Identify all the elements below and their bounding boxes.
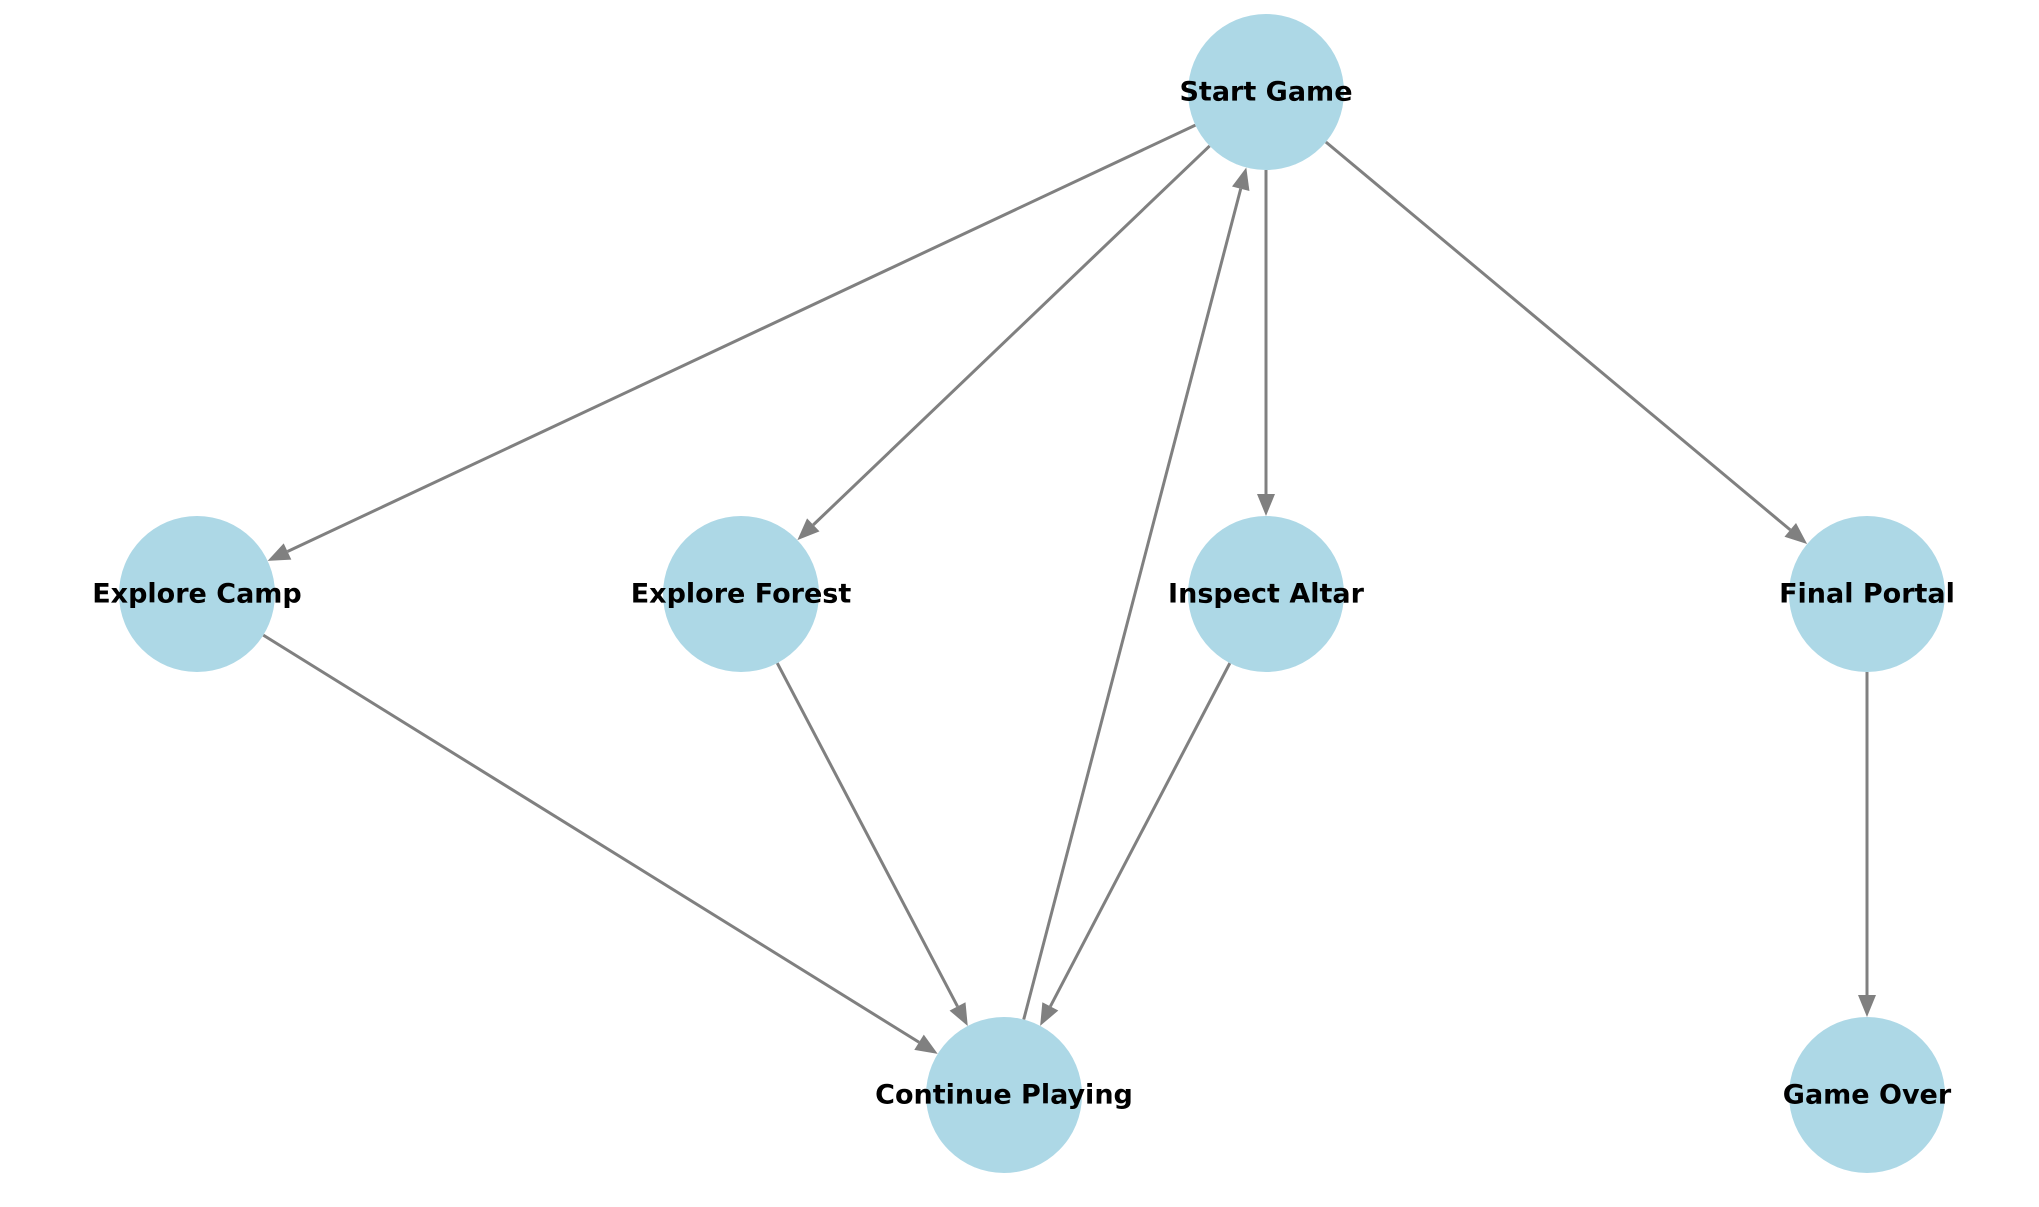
arrow-head xyxy=(1232,167,1250,192)
edge-forest-to-continue xyxy=(775,662,968,1026)
node-forest: Explore Forest xyxy=(631,516,852,672)
node-circle xyxy=(119,516,275,672)
node-label: Final Portal xyxy=(1779,579,1955,610)
edge-start-to-forest xyxy=(797,144,1211,541)
edge-line xyxy=(286,123,1197,553)
node-label: Explore Forest xyxy=(631,579,852,610)
node-continue: Continue Playing xyxy=(875,1017,1133,1173)
edge-portal-to-gameover xyxy=(1858,672,1876,1017)
edge-line xyxy=(775,662,959,1008)
node-label: Inspect Altar xyxy=(1168,579,1365,610)
node-label: Start Game xyxy=(1179,77,1352,108)
edge-start-to-altar xyxy=(1257,170,1275,516)
arrow-head xyxy=(914,1034,938,1054)
arrow-head xyxy=(267,543,292,561)
edge-line xyxy=(1324,140,1792,532)
node-label: Game Over xyxy=(1783,1080,1952,1111)
edge-altar-to-continue xyxy=(1040,662,1232,1026)
edge-start-to-camp xyxy=(267,123,1197,561)
arrow-head xyxy=(1784,522,1808,544)
arrow-head xyxy=(1040,1002,1059,1026)
node-circle xyxy=(926,1017,1082,1173)
node-altar: Inspect Altar xyxy=(1168,516,1365,672)
node-circle xyxy=(663,516,819,672)
node-circle xyxy=(1789,516,1945,672)
arrow-head xyxy=(949,1002,968,1026)
edge-continue-to-start xyxy=(1022,167,1250,1020)
node-circle xyxy=(1188,516,1344,672)
edge-line xyxy=(1022,188,1243,1020)
arrow-head xyxy=(1858,995,1876,1017)
node-circle xyxy=(1188,14,1344,170)
arrow-head xyxy=(1257,494,1275,516)
arrow-head xyxy=(797,518,820,541)
node-label: Explore Camp xyxy=(92,579,302,610)
node-camp: Explore Camp xyxy=(92,516,302,672)
node-start: Start Game xyxy=(1179,14,1353,170)
edge-line xyxy=(1049,662,1232,1008)
edge-line xyxy=(262,633,920,1044)
node-gameover: Game Over xyxy=(1783,1017,1952,1173)
node-portal: Final Portal xyxy=(1779,516,1955,672)
node-circle xyxy=(1789,1017,1945,1173)
edge-line xyxy=(812,144,1211,526)
edge-camp-to-continue xyxy=(262,633,938,1054)
edge-start-to-portal xyxy=(1324,140,1808,544)
edges-layer xyxy=(262,123,1876,1054)
node-label: Continue Playing xyxy=(875,1080,1133,1111)
